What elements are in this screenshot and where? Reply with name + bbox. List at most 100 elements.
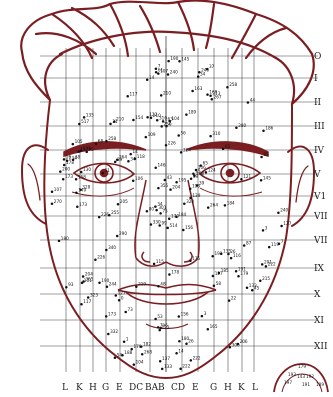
reflex-point-number: 61	[158, 67, 164, 72]
reflex-point-number: 270	[54, 199, 62, 204]
reflex-point-number: 146	[158, 163, 166, 168]
reflex-point-number: 43	[167, 175, 173, 180]
reflex-point-number: 95	[89, 147, 95, 152]
inset-point-number: 189	[316, 382, 324, 387]
reflex-point-number: 300	[232, 342, 240, 347]
reflex-point-number: 222	[182, 364, 190, 369]
row-label: IV	[314, 146, 325, 156]
reflex-point-number: 191	[238, 266, 246, 271]
row-label: IX	[314, 264, 325, 274]
inset-point-number: 197	[284, 380, 292, 385]
reflex-point-number: 38	[75, 155, 81, 160]
hair-outline	[21, 1, 314, 104]
reflex-point-number: 14	[178, 348, 184, 353]
reflex-point-number: 226	[101, 212, 109, 217]
reflex-point-number: 201	[264, 259, 272, 264]
reflex-point-number: 118	[137, 154, 145, 159]
column-label: K	[76, 383, 83, 393]
reflex-point-number: 156	[185, 225, 193, 230]
reflex-point-number: 328	[186, 199, 194, 204]
inset-point-number: 191	[302, 382, 310, 387]
reflex-point-number: 16	[66, 154, 72, 159]
reflex-point-number: 135	[86, 112, 94, 117]
reflex-point-number: 34	[130, 156, 136, 161]
reflex-point-number: 195	[178, 177, 186, 182]
reflex-point-number: 53	[157, 314, 163, 319]
reflex-point-number: 365	[85, 277, 93, 282]
reflex-point-number: 109	[148, 132, 156, 137]
reflex-point-number: 124	[208, 167, 216, 172]
reflex-point-number: 222	[193, 355, 201, 360]
reflex-point-number: 173	[108, 311, 116, 316]
reflex-point-number: 51	[105, 168, 111, 173]
reflex-points: 5145173013903710431332832833031031032432…	[51, 56, 292, 370]
reflex-point-number: 514	[170, 223, 178, 228]
reflex-point-number: 75	[162, 208, 168, 213]
row-labels: OIIIIIIIVVV1VIIVIIIXXXIXII	[313, 52, 328, 352]
reflex-point-number: 154	[135, 115, 143, 120]
reflex-point-number: 355	[160, 183, 168, 188]
reflex-point-number: 244	[109, 282, 117, 287]
reflex-point-number: 310	[212, 131, 220, 136]
reflex-point-number: 170	[171, 214, 179, 219]
column-label: BA	[145, 383, 159, 393]
reflex-point-number: 133	[164, 364, 172, 369]
nose	[135, 180, 199, 266]
reflex-point-number: 250	[164, 121, 172, 126]
reflex-point-number: 14	[133, 149, 139, 154]
reflex-point-number: 210	[163, 90, 171, 95]
row-label: II	[314, 98, 322, 108]
row-label: V	[313, 170, 321, 180]
reflex-point-number: 1	[126, 337, 129, 342]
column-label: DC	[129, 383, 143, 393]
reflex-point-number: 240	[280, 208, 288, 213]
reflex-point-number: 157	[80, 147, 88, 152]
reflex-point-number: 323	[90, 293, 98, 298]
reflex-point-number: 48	[160, 281, 166, 286]
reflex-point-number: 517	[81, 119, 89, 124]
reflex-point-number: 210	[153, 113, 161, 118]
reflex-point-number: 145	[181, 56, 189, 61]
reflex-point-number: 158	[78, 174, 86, 179]
reflex-point-number: 31	[112, 119, 118, 124]
reflex-point-number: 127	[215, 271, 223, 276]
inset-point-number: 143	[297, 374, 305, 379]
reflex-point-number: 226	[168, 140, 176, 145]
reflex-point-number: 205	[120, 199, 128, 204]
inset-point-number: 193	[288, 372, 296, 377]
reflex-point-number: 206	[240, 339, 248, 344]
reflex-point-number: 324	[183, 147, 191, 152]
reflex-point-number: 130	[83, 167, 91, 172]
column-label: E	[192, 383, 199, 393]
column-label: K	[238, 383, 245, 393]
reflex-point-number: 204	[172, 185, 180, 190]
reflex-point-number: 96	[163, 323, 169, 328]
column-label: L	[252, 383, 258, 393]
reflex-point-number: 26	[188, 339, 194, 344]
reflex-point-number: 87	[246, 241, 252, 246]
reflex-point-number: 258	[229, 82, 237, 87]
reflex-point-number: 39	[199, 181, 205, 186]
reflex-point-number: 85	[263, 152, 269, 157]
reflex-point-number: 104	[136, 360, 144, 365]
row-label: O	[314, 52, 321, 62]
row-label: V1	[313, 192, 326, 202]
column-label: H	[89, 383, 97, 393]
reflex-point-number: 7	[281, 239, 284, 244]
row-label: III	[314, 122, 325, 132]
reflex-point-number: 14	[149, 75, 155, 80]
reflex-point-number: 121	[243, 174, 251, 179]
reflex-point-number: 45	[254, 285, 260, 290]
reflex-point-number: 22	[231, 296, 237, 301]
reflex-point-number: 173	[79, 202, 87, 207]
reflex-point-number: 80	[149, 206, 155, 211]
reflex-point-number: 258	[108, 136, 116, 141]
reflex-point-number: 188	[124, 350, 132, 355]
reflex-point-number: 26	[230, 249, 236, 254]
reflex-point-number: 240	[170, 70, 178, 75]
reflex-point-number: 149	[78, 188, 86, 193]
reflex-point-number: 0	[121, 295, 124, 300]
